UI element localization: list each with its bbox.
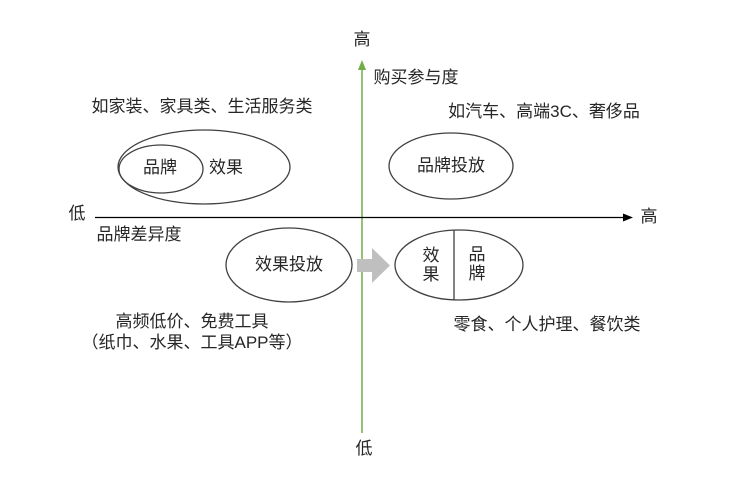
bottom-left-ellipse-label: 效果投放 [255,254,323,274]
y-axis-title: 购买参与度 [373,67,459,87]
bottom-right-ellipse [394,229,524,301]
bottom-right-split-right-label: 品牌 [468,244,486,283]
x-axis-right-label: 高 [640,206,658,226]
top-left-outer-ellipse-label: 效果 [209,157,243,177]
vertical-axis-arrowhead-icon [358,60,366,70]
top-left-inner-ellipse [118,144,204,194]
horizontal-axis-arrowhead-icon [623,213,633,222]
top-right-ellipse [388,132,514,200]
top-right-ellipse-label: 品牌投放 [417,155,485,175]
quadrant-bottom-left-caption-line1: 高频低价、免费工具 [115,311,269,331]
y-axis-bottom-label: 低 [355,438,373,458]
bottom-left-ellipse [225,227,353,303]
quadrant-top-right-caption: 如汽车、高端3C、奢侈品 [448,101,640,121]
quadrant-bottom-left-caption-line2: （纸巾、水果、工具APP等） [81,332,303,352]
top-left-inner-ellipse-label: 品牌 [143,157,177,177]
quadrant-top-left-caption: 如家装、家具类、生活服务类 [91,96,313,116]
x-axis-left-label: 低 [68,203,86,223]
top-left-outer-ellipse [117,129,291,205]
x-axis-title: 品牌差异度 [96,224,182,244]
transition-right-arrow-icon [357,248,390,283]
quadrant-bottom-right-caption: 零食、个人护理、餐饮类 [453,314,641,334]
bottom-right-split-left-label: 效果 [422,245,440,284]
y-axis-top-label: 高 [353,29,371,49]
